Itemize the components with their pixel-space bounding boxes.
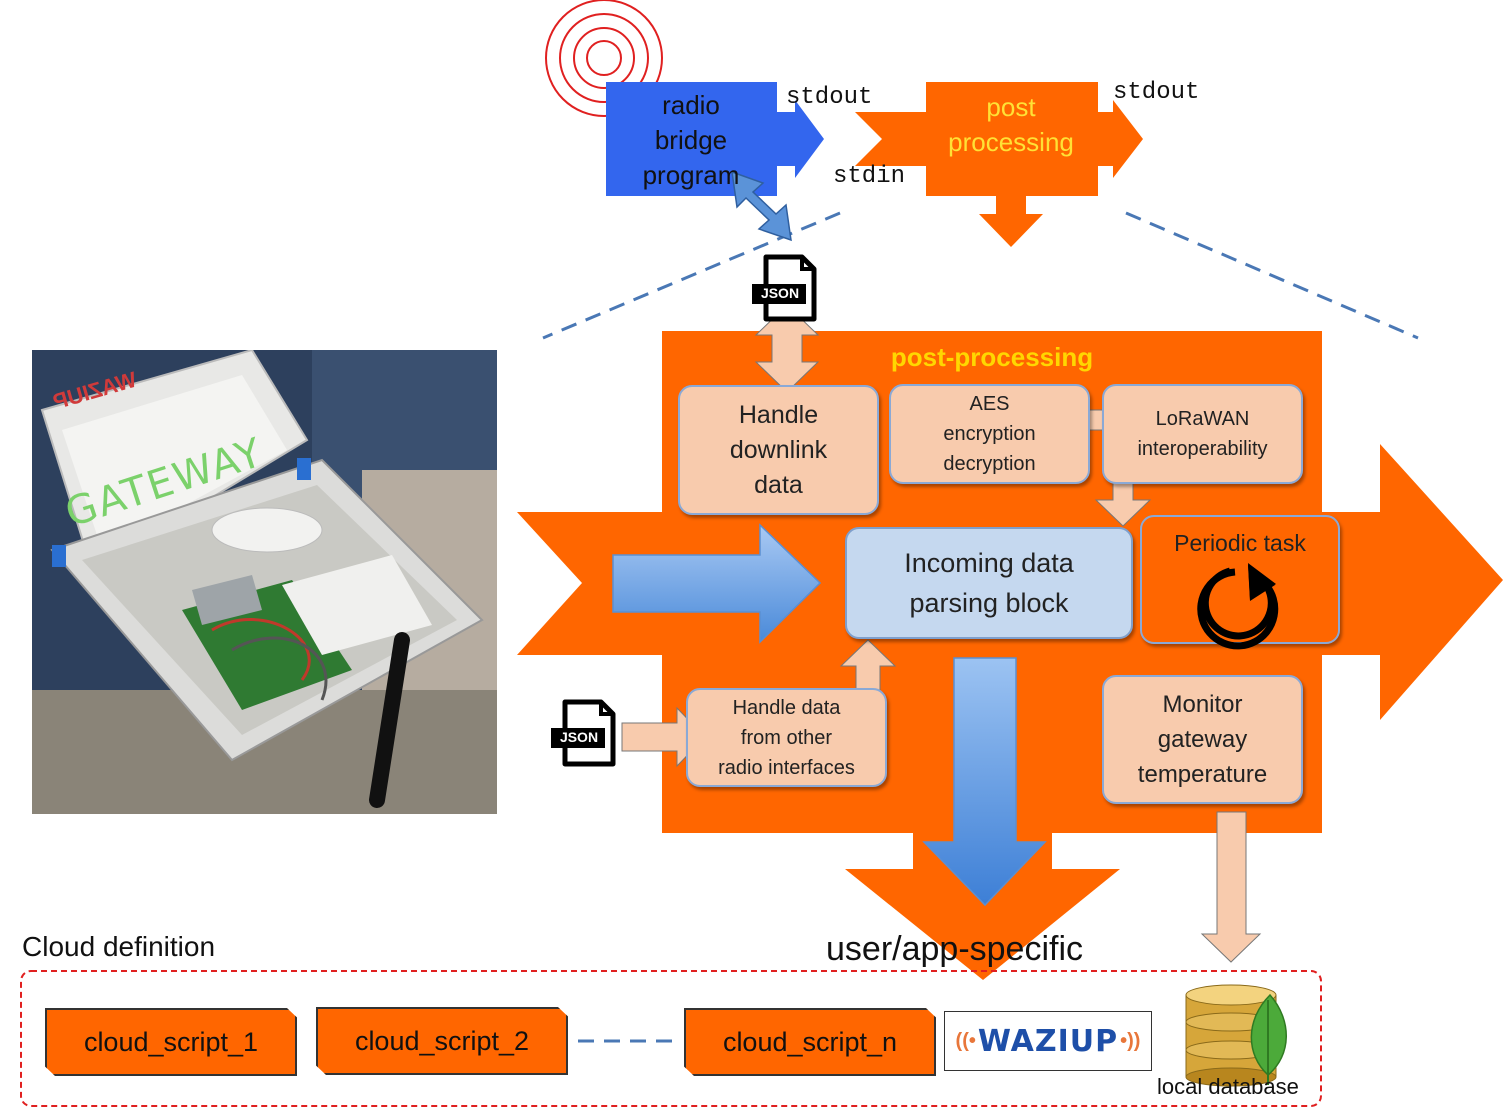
output-blue-arrow: [922, 657, 1047, 907]
cloud-script-n[interactable]: cloud_script_n: [684, 1008, 936, 1076]
stdout-label-1: stdout: [786, 84, 873, 111]
stdin-label: stdin: [833, 163, 906, 190]
monitor-db-down-arrow: [1200, 811, 1262, 963]
periodic-refresh-overlay: [1197, 563, 1279, 650]
radio-waves-icon: [545, 0, 663, 117]
post-processing-shape: [855, 82, 1143, 247]
waziup-wave-right-icon: •)): [1120, 1029, 1141, 1052]
radio-bridge-label: radio bridge program: [642, 89, 740, 190]
leaf-icon: [1250, 993, 1287, 1085]
handle-other-radio-box: Handle data from other radio interfaces: [686, 688, 887, 787]
user-app-specific-label: user/app-specific: [826, 930, 1084, 968]
cloud-definition-title: Cloud definition: [22, 931, 216, 962]
json-label-top: JSON: [760, 285, 800, 301]
json-file-icon-top: JSON: [750, 253, 820, 323]
bridge-json-double-arrow: [731, 170, 792, 242]
waziup-logo-text: WAZIUP: [977, 1023, 1119, 1059]
monitor-temperature-box: Monitor gateway temperature: [1102, 675, 1303, 804]
waziup-wave-left-icon: ((•: [955, 1029, 976, 1052]
incoming-parsing-box: Incoming data parsing block: [845, 527, 1133, 639]
incoming-blue-arrow: [612, 523, 822, 644]
handle-downlink-box: Handle downlink data: [678, 385, 879, 515]
radio-bridge-shape: [606, 82, 824, 196]
periodic-task-label: Periodic task: [1174, 530, 1306, 556]
post-processing-label: post processing: [948, 92, 1074, 157]
waziup-logo[interactable]: ((• WAZIUP •)): [944, 1011, 1152, 1071]
stdout-label-2: stdout: [1113, 79, 1200, 106]
local-database-label: local database: [1157, 1074, 1299, 1099]
cloud-definition-frame: [20, 970, 1322, 1107]
json-label-bottom: JSON: [559, 729, 599, 745]
cloud-script-1[interactable]: cloud_script_1: [45, 1008, 297, 1076]
zoom-line-right: [1125, 211, 1419, 340]
lorawan-box: LoRaWAN interoperability: [1102, 384, 1303, 484]
post-processing-title: post-processing: [890, 342, 1094, 372]
aes-box: AES encryption decryption: [889, 384, 1090, 484]
cloud-script-2[interactable]: cloud_script_2: [316, 1007, 568, 1075]
json-file-icon-bottom: JSON: [549, 698, 619, 768]
gateway-photo: GATEWAY WAZIUP: [32, 350, 497, 814]
output-down-arrow: [845, 833, 1120, 980]
